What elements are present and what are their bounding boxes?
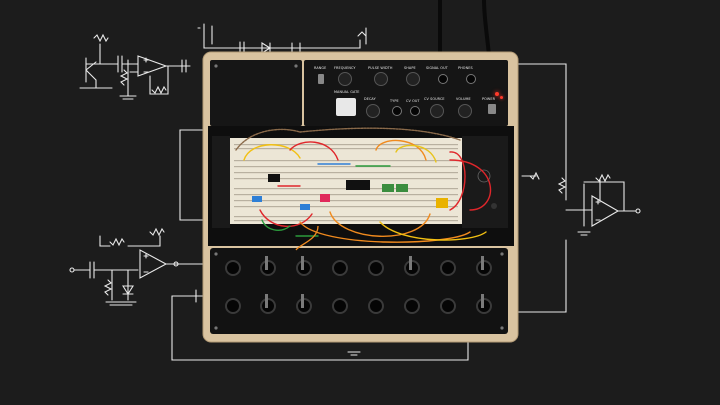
knob-icon[interactable] bbox=[374, 72, 388, 86]
capacitor bbox=[436, 198, 448, 208]
jack-socket-icon[interactable] bbox=[466, 74, 476, 84]
jack-socket-icon[interactable] bbox=[392, 106, 402, 116]
label-decay: DECAY bbox=[364, 97, 376, 101]
label-cv-out: CV OUT bbox=[406, 99, 420, 103]
label-type: TYPE bbox=[390, 99, 399, 103]
jumper-wires bbox=[235, 127, 492, 243]
patch-plug bbox=[265, 294, 268, 308]
bottom-jack-panel bbox=[210, 248, 508, 334]
jack-socket-icon[interactable] bbox=[296, 260, 312, 276]
jack-socket-icon[interactable] bbox=[225, 260, 241, 276]
jack-socket-icon[interactable] bbox=[476, 298, 492, 314]
jack-socket-icon[interactable] bbox=[260, 260, 276, 276]
jack-socket-icon[interactable] bbox=[332, 298, 348, 314]
knob-icon[interactable] bbox=[430, 104, 444, 118]
jack-socket-icon[interactable] bbox=[332, 260, 348, 276]
jack-socket-icon[interactable] bbox=[410, 106, 420, 116]
patch-plug bbox=[301, 256, 304, 270]
toggle-switch[interactable] bbox=[318, 74, 324, 84]
label-volume: VOLUME bbox=[456, 97, 471, 101]
led-icon bbox=[500, 96, 503, 99]
label-signal-out: SIGNAL OUT bbox=[426, 66, 448, 70]
patch-plug bbox=[409, 256, 412, 270]
knob-icon[interactable] bbox=[338, 72, 352, 86]
push-button-icon[interactable] bbox=[336, 98, 356, 116]
jack-socket-icon[interactable] bbox=[368, 298, 384, 314]
capacitor bbox=[300, 204, 310, 210]
pcb-left-strip bbox=[212, 136, 230, 228]
power-switch[interactable] bbox=[488, 104, 496, 114]
jack-socket-icon[interactable] bbox=[404, 260, 420, 276]
led-icon bbox=[495, 92, 499, 96]
capacitor bbox=[396, 184, 408, 192]
label-phones: PHONES bbox=[458, 66, 473, 70]
jack-socket-icon[interactable] bbox=[438, 74, 448, 84]
jack-socket-icon[interactable] bbox=[260, 298, 276, 314]
label-shape: SHAPE bbox=[404, 66, 416, 70]
label-power: POWER bbox=[482, 97, 496, 101]
knob-icon[interactable] bbox=[406, 72, 420, 86]
capacitor bbox=[382, 184, 394, 192]
label-range: RANGE bbox=[314, 66, 327, 70]
label-manual-gate: MANUAL GATE bbox=[334, 90, 360, 94]
ic-chip bbox=[268, 174, 280, 182]
patch-plug bbox=[481, 294, 484, 308]
capacitor bbox=[320, 194, 330, 202]
jack-socket-icon[interactable] bbox=[440, 260, 456, 276]
knob-icon[interactable] bbox=[366, 104, 380, 118]
jack-socket-icon[interactable] bbox=[225, 298, 241, 314]
label-pulse-width: PULSE WIDTH bbox=[368, 66, 393, 70]
jack-socket-icon[interactable] bbox=[404, 298, 420, 314]
jack-socket-icon[interactable] bbox=[440, 298, 456, 314]
label-cv-source: CV SOURCE bbox=[424, 97, 445, 101]
jack-socket-icon[interactable] bbox=[296, 298, 312, 314]
jack-socket-icon[interactable] bbox=[476, 260, 492, 276]
ic-chip bbox=[346, 180, 370, 190]
patch-plug bbox=[481, 256, 484, 270]
patch-plug bbox=[301, 294, 304, 308]
label-frequency: FREQUENCY bbox=[334, 66, 356, 70]
jumper-wire bbox=[295, 225, 319, 251]
knob-icon[interactable] bbox=[458, 104, 472, 118]
jack-socket-icon[interactable] bbox=[368, 260, 384, 276]
blank-panel-top-left bbox=[210, 60, 302, 126]
patch-plug bbox=[265, 256, 268, 270]
breadboard-holes bbox=[234, 144, 458, 222]
chalk-schematic bbox=[69, 23, 641, 361]
capacitor bbox=[252, 196, 262, 202]
